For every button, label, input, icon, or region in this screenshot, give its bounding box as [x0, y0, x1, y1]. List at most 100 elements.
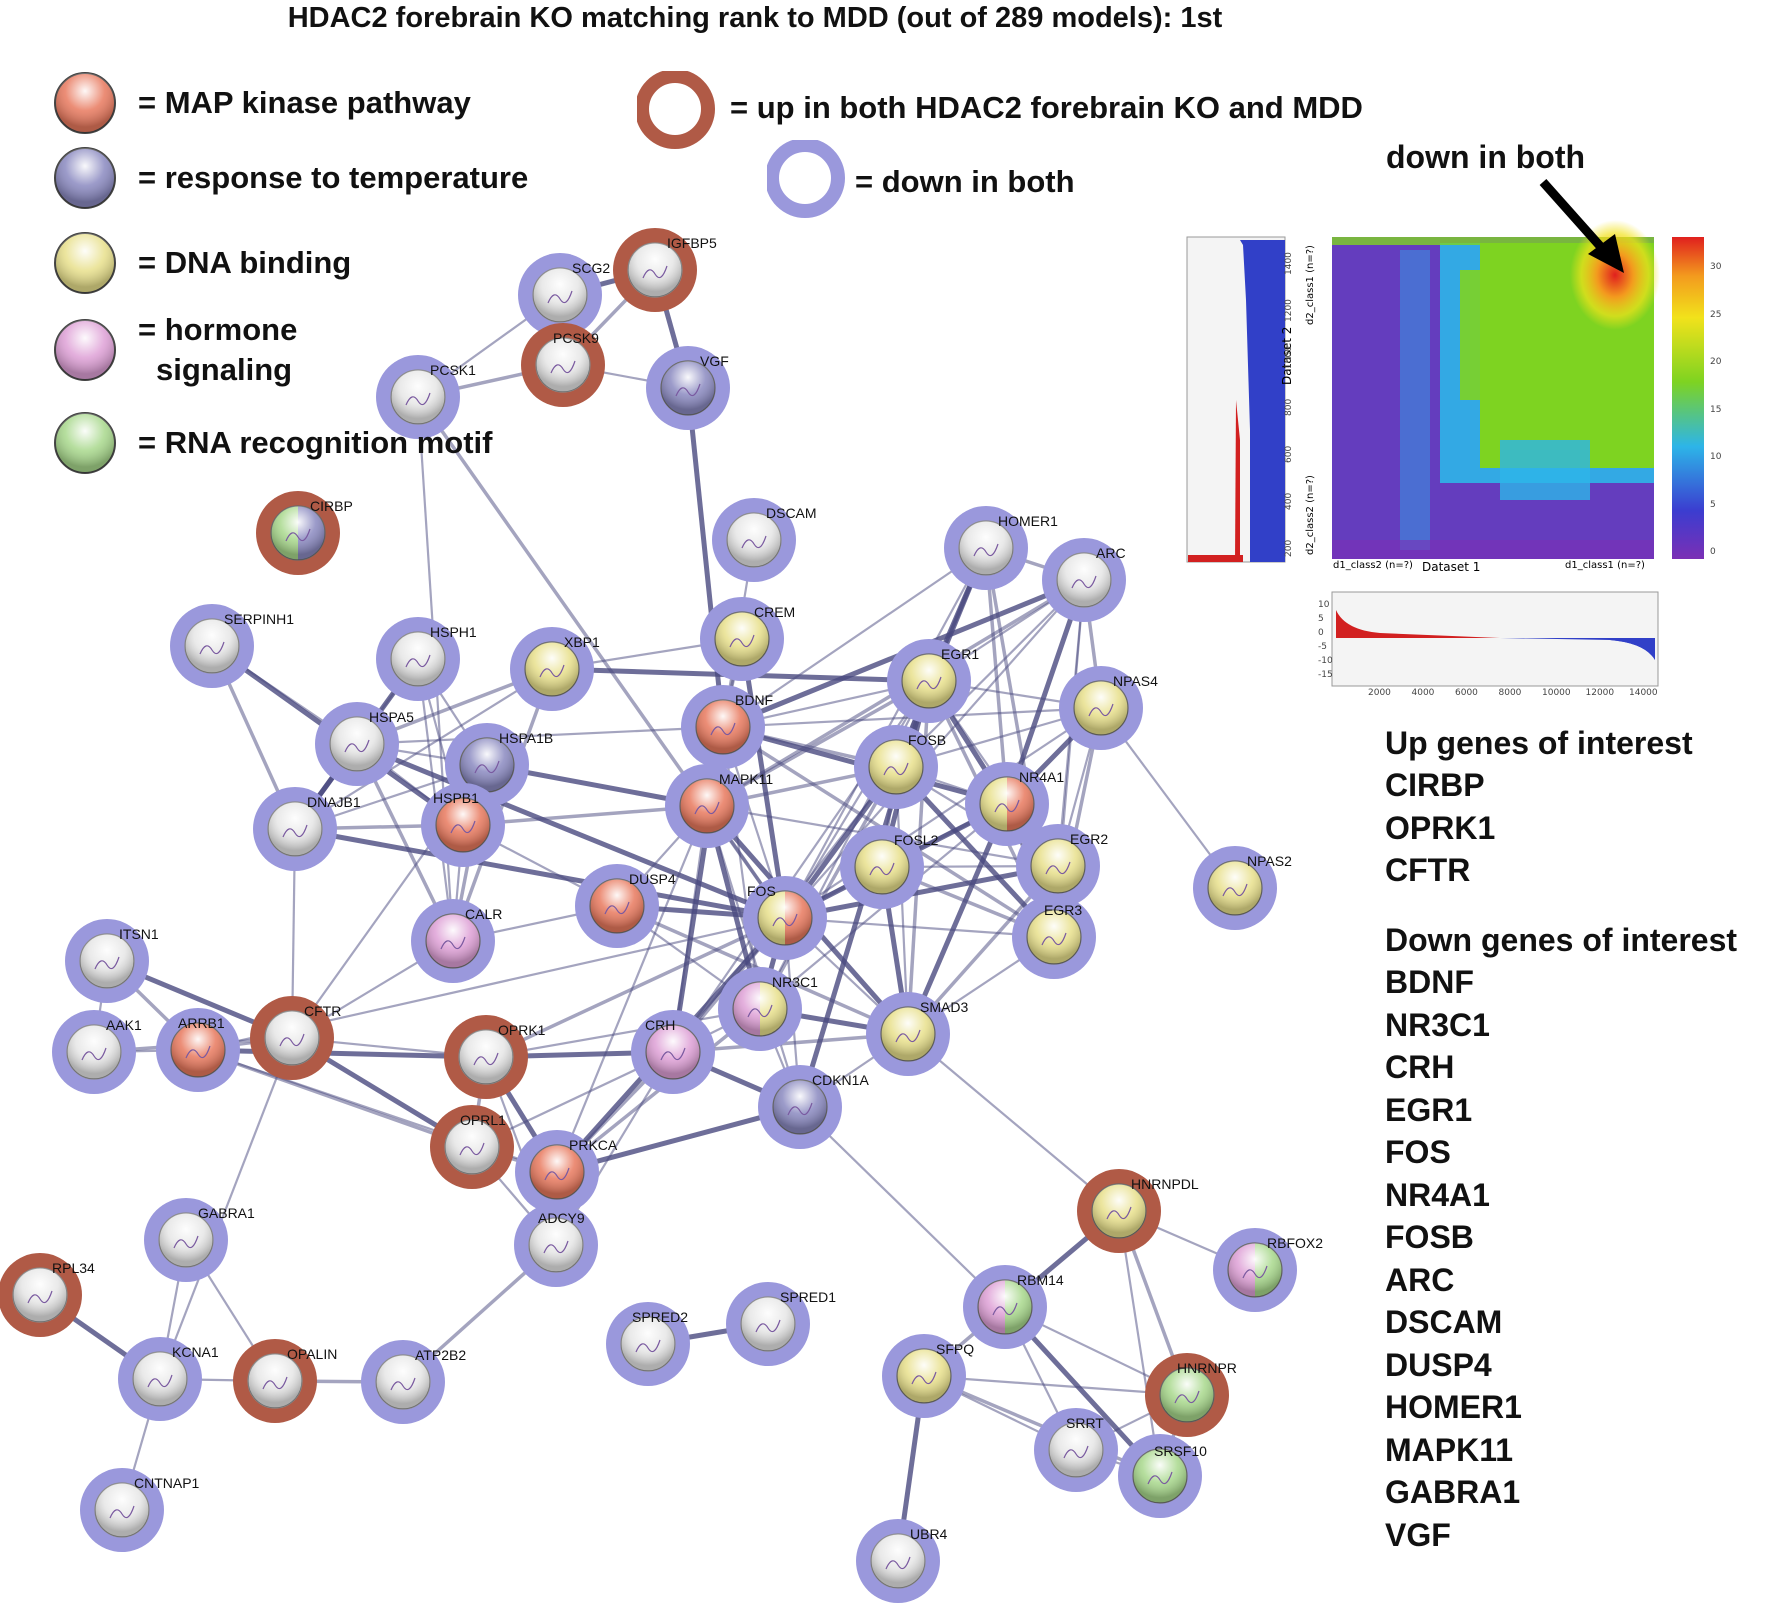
protein-structure-icon — [279, 1033, 305, 1047]
node-SPRED2[interactable]: SPRED2 — [606, 1302, 690, 1386]
node-NR3C1[interactable]: NR3C1 — [718, 967, 818, 1051]
node-label: AAK1 — [106, 1017, 142, 1033]
node-EGR1[interactable]: EGR1 — [887, 639, 979, 723]
node-XBP1[interactable]: XBP1 — [510, 627, 600, 711]
node-UBR4[interactable]: UBR4 — [856, 1519, 948, 1603]
heatmap-colorbar — [1672, 237, 1704, 559]
node-OPALIN[interactable]: OPALIN — [233, 1339, 337, 1423]
node-label: PCSK1 — [430, 362, 476, 378]
node-CDKN1A[interactable]: CDKN1A — [758, 1065, 869, 1149]
sphere-icon — [54, 72, 116, 134]
node-SRRT[interactable]: SRRT — [1034, 1408, 1118, 1492]
node-DNAJB1[interactable]: DNAJB1 — [253, 787, 361, 871]
tick-label: 4000 — [1411, 688, 1435, 698]
side-histogram-blue — [1240, 240, 1285, 562]
node-CALR[interactable]: CALR — [411, 899, 502, 983]
protein-structure-icon — [911, 1371, 937, 1385]
node-label: CIRBP — [310, 498, 353, 514]
edge-EGR3-FOS — [784, 916, 1055, 939]
node-CNTNAP1[interactable]: CNTNAP1 — [80, 1468, 200, 1552]
node-FOSL2[interactable]: FOSL2 — [840, 825, 939, 909]
protein-structure-icon — [473, 1052, 499, 1066]
node-MAPK11[interactable]: MAPK11 — [665, 764, 773, 848]
node-EGR3[interactable]: EGR3 — [1012, 895, 1096, 979]
node-RBM14[interactable]: RBM14 — [963, 1265, 1064, 1349]
node-RBFOX2[interactable]: RBFOX2 — [1213, 1228, 1323, 1312]
edge-SMAD3-HNRNPDL — [907, 1033, 1120, 1212]
protein-structure-icon — [390, 1377, 416, 1391]
node-gloss — [248, 1354, 302, 1408]
node-FOSB[interactable]: FOSB — [854, 725, 946, 809]
node-gloss — [67, 1025, 121, 1079]
node-label: EGR1 — [941, 646, 979, 662]
node-CRH[interactable]: CRH — [631, 1010, 715, 1094]
node-VGF[interactable]: VGF — [646, 346, 730, 430]
protein-structure-icon — [539, 664, 565, 678]
node-HSPA1B[interactable]: HSPA1B — [445, 723, 553, 807]
node-BDNF[interactable]: BDNF — [681, 685, 773, 769]
node-SCG2[interactable]: SCG2 — [518, 253, 610, 337]
node-SMAD3[interactable]: SMAD3 — [866, 992, 968, 1076]
node-ARC[interactable]: ARC — [1042, 538, 1126, 622]
node-SPRED1[interactable]: SPRED1 — [726, 1282, 836, 1366]
node-PCSK1[interactable]: PCSK1 — [376, 355, 476, 439]
node-CIRBP[interactable]: CIRBP — [256, 491, 353, 575]
gene-item: CFTR — [1385, 852, 1471, 888]
node-DUSP4[interactable]: DUSP4 — [575, 864, 676, 948]
node-SRSF10[interactable]: SRSF10 — [1118, 1434, 1207, 1518]
node-NPAS4[interactable]: NPAS4 — [1059, 666, 1158, 750]
node-SERPINH1[interactable]: SERPINH1 — [170, 604, 294, 688]
node-OPRK1[interactable]: OPRK1 — [444, 1015, 546, 1099]
node-label: CNTNAP1 — [134, 1475, 200, 1491]
node-PCSK9[interactable]: PCSK9 — [521, 323, 605, 407]
protein-structure-icon — [1106, 1206, 1132, 1220]
node-ATP2B2[interactable]: ATP2B2 — [361, 1340, 466, 1424]
node-gloss — [1092, 1184, 1146, 1238]
node-NPAS2[interactable]: NPAS2 — [1193, 846, 1292, 930]
node-label: NR3C1 — [772, 974, 818, 990]
heatmap-xlabel: Dataset 1 — [1422, 560, 1481, 574]
protein-structure-icon — [405, 654, 431, 668]
node-DSCAM[interactable]: DSCAM — [712, 498, 817, 582]
node-gloss — [391, 370, 445, 424]
protein-structure-icon — [992, 1302, 1018, 1316]
node-HSPH1[interactable]: HSPH1 — [376, 617, 477, 701]
node-AAK1[interactable]: AAK1 — [52, 1010, 142, 1094]
node-HNRNPR[interactable]: HNRNPR — [1145, 1353, 1237, 1437]
node-EGR2[interactable]: EGR2 — [1016, 824, 1108, 908]
node-NR4A1[interactable]: NR4A1 — [965, 762, 1064, 846]
node-ADCY9[interactable]: ADCY9 — [514, 1203, 598, 1287]
node-GABRA1[interactable]: GABRA1 — [144, 1198, 255, 1282]
protein-structure-icon — [1088, 703, 1114, 717]
node-gloss — [159, 1213, 213, 1267]
node-FOS[interactable]: FOS — [743, 876, 827, 960]
node-SFPQ[interactable]: SFPQ — [882, 1334, 974, 1418]
node-HNRNPDL[interactable]: HNRNPDL — [1077, 1169, 1199, 1253]
node-ARRB1[interactable]: ARRB1 — [156, 1008, 240, 1092]
up-genes-title: Up genes of interest — [1385, 725, 1693, 761]
node-gloss — [436, 798, 490, 852]
node-HOMER1[interactable]: HOMER1 — [944, 506, 1058, 590]
node-HSPA5[interactable]: HSPA5 — [315, 702, 414, 786]
node-label: EGR3 — [1044, 902, 1082, 918]
node-gloss — [1031, 839, 1085, 893]
node-label: BDNF — [735, 692, 773, 708]
legend-item-map: = MAP kinase pathway — [52, 70, 471, 136]
tick-label: 15 — [1710, 404, 1722, 415]
node-PRKCA[interactable]: PRKCA — [515, 1130, 618, 1214]
node-KCNA1[interactable]: KCNA1 — [118, 1337, 219, 1421]
protein-structure-icon — [1174, 1390, 1200, 1404]
gene-item: ARC — [1385, 1261, 1455, 1298]
node-IGFBP5[interactable]: IGFBP5 — [613, 228, 717, 312]
legend-label: = DNA binding — [138, 245, 352, 280]
node-HSPB1[interactable]: HSPB1 — [421, 783, 505, 867]
node-CFTR[interactable]: CFTR — [250, 996, 341, 1080]
node-RPL34[interactable]: RPL34 — [0, 1253, 95, 1337]
node-gloss — [727, 513, 781, 567]
node-CREM[interactable]: CREM — [700, 597, 795, 681]
protein-structure-icon — [994, 799, 1020, 813]
node-ITSN1[interactable]: ITSN1 — [65, 919, 159, 1003]
node-label: SMAD3 — [920, 999, 968, 1015]
node-OPRL1[interactable]: OPRL1 — [430, 1105, 514, 1189]
